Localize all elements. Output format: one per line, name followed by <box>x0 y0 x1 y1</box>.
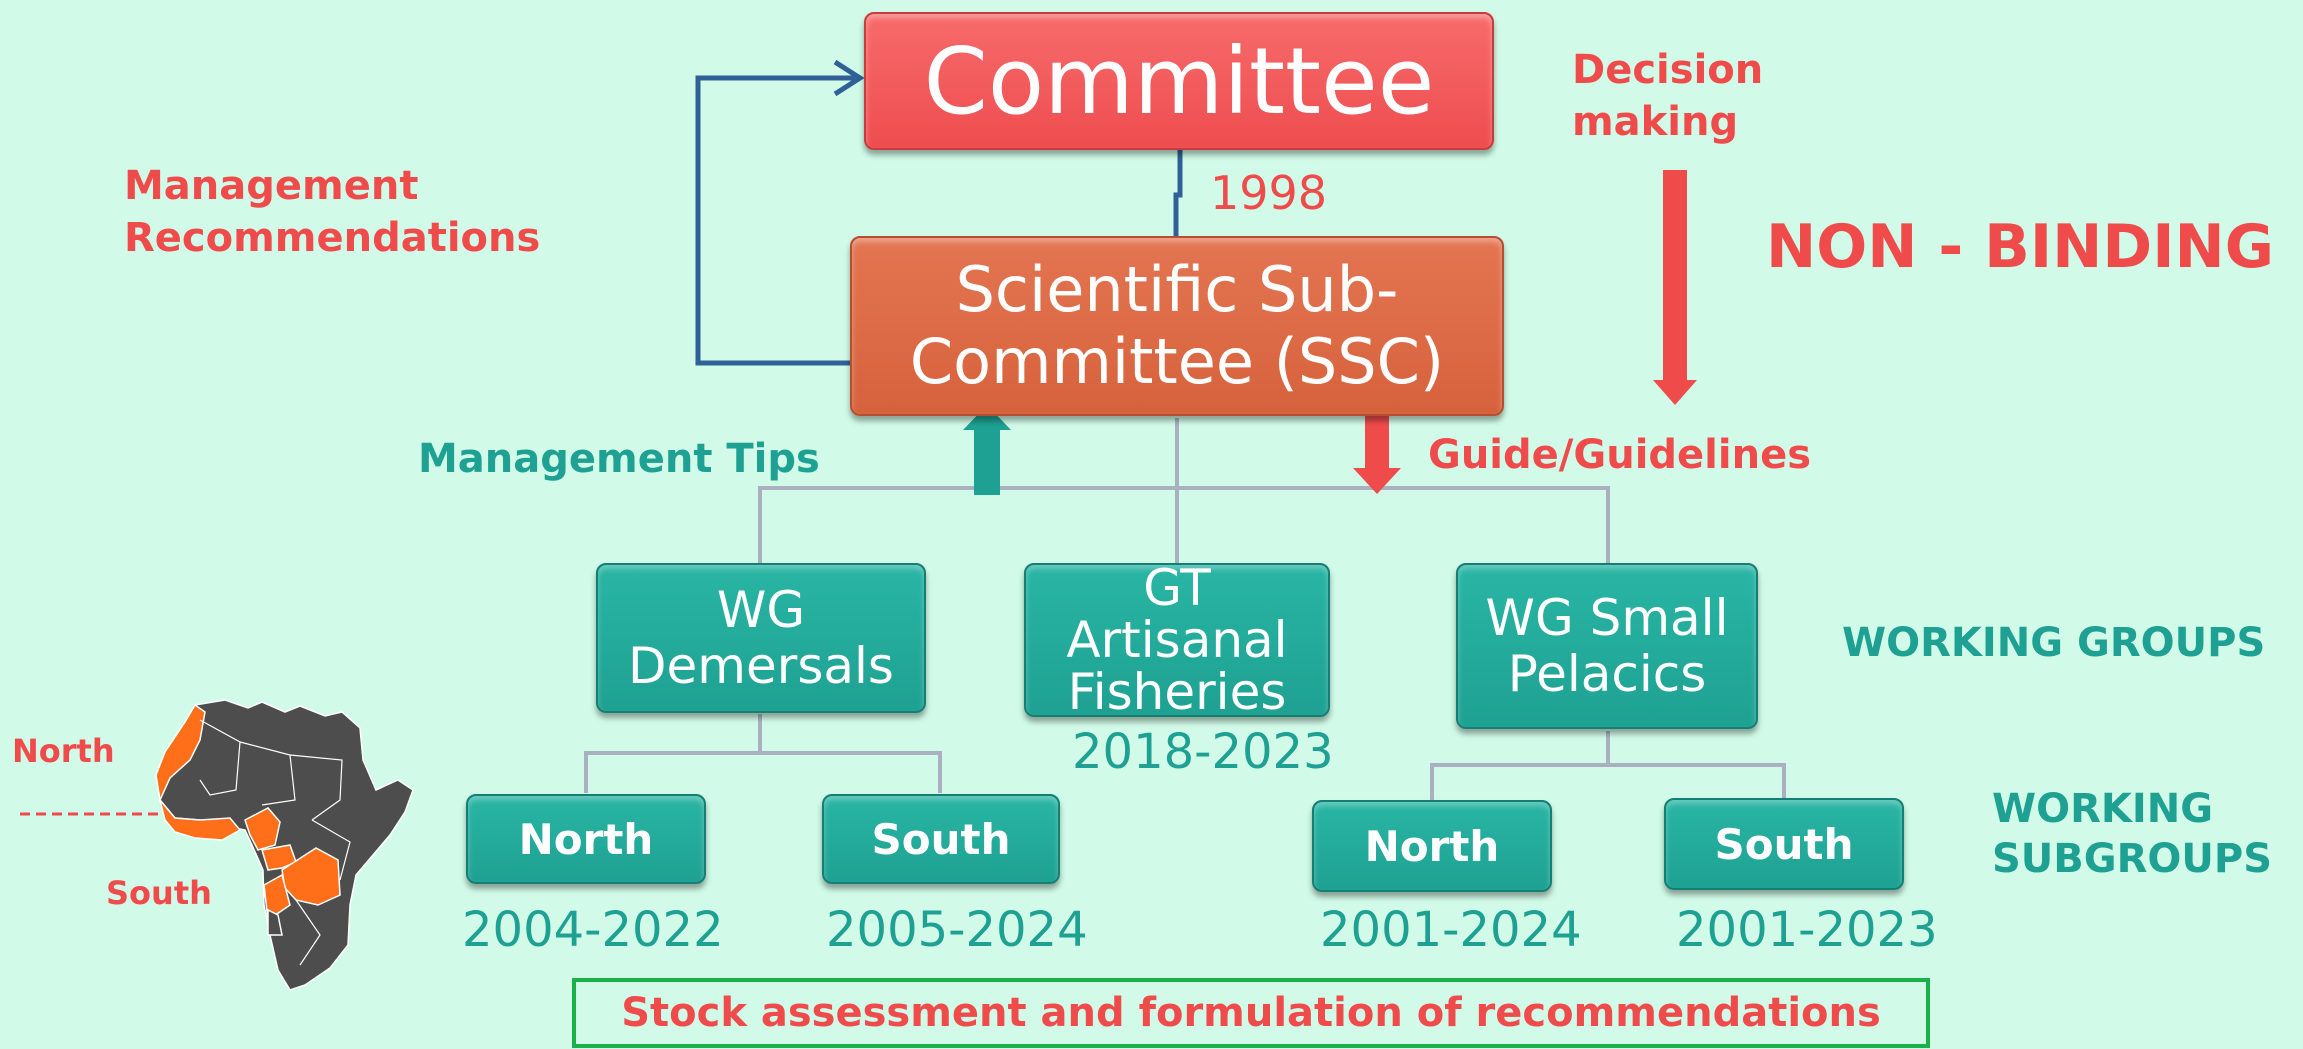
tips-arrow-shaft <box>974 428 1000 495</box>
pelagics-south-box[interactable]: South <box>1664 798 1904 890</box>
decision-making-label: Decision making <box>1572 44 1763 148</box>
wg-demersals-line2: Demersals <box>628 637 894 695</box>
wg-demersals-line1: WG <box>716 581 806 639</box>
ssc-label-line1: Scientific Sub- <box>955 253 1399 326</box>
gt-artisanal-line1: GT <box>1143 563 1211 617</box>
feedback-loop-line <box>695 75 855 366</box>
tips-arrow-head <box>963 405 1011 430</box>
pelagics-south-years: 2001-2023 <box>1676 902 1938 958</box>
pelagics-north-box[interactable]: North <box>1312 800 1552 892</box>
gt-artisanal-years: 2018-2023 <box>1072 724 1334 780</box>
pelagics-north-years: 2001-2024 <box>1320 902 1582 958</box>
wg-small-pelagics-box[interactable]: WG Small Pelacics <box>1456 563 1758 729</box>
mgmt-rec-line2: Recommendations <box>124 215 541 261</box>
demersals-south-box[interactable]: South <box>822 794 1060 884</box>
gt-artisanal-line3: Fisheries <box>1067 663 1287 717</box>
demersals-north-label: North <box>518 814 654 864</box>
dem-sub-connector <box>584 751 942 793</box>
pelagics-south-label: South <box>1714 819 1854 869</box>
committee-year: 1998 <box>1210 166 1328 220</box>
ssc-box[interactable]: Scientific Sub- Committee (SSC) <box>850 236 1504 416</box>
wg-branch-connector <box>758 486 1610 565</box>
africa-map <box>20 699 414 991</box>
decision-line1: Decision <box>1572 47 1764 93</box>
working-groups-label: WORKING GROUPS <box>1842 620 2266 666</box>
gt-artisanal-box[interactable]: GT Artisanal Fisheries <box>1024 563 1330 717</box>
management-recommendations-label: Management Recommendations <box>124 160 540 264</box>
wg-small-pelagics-line1: WG Small <box>1485 589 1729 647</box>
management-tips-label: Management Tips <box>418 436 820 482</box>
wg-small-pelagics-line2: Pelacics <box>1507 645 1707 703</box>
demersals-south-years: 2005-2024 <box>826 902 1088 958</box>
committee-ssc-connector <box>1173 150 1183 240</box>
guide-arrow-head <box>1353 468 1401 494</box>
demersals-north-years: 2004-2022 <box>462 902 724 958</box>
working-subgroups-line2: SUBGROUPS <box>1992 836 2273 882</box>
ssc-label-line2: Committee (SSC) <box>909 325 1445 398</box>
gt-artisanal-line2: Artisanal <box>1066 611 1288 669</box>
guidelines-label: Guide/Guidelines <box>1428 432 1812 478</box>
bottom-banner-text: Stock assessment and formulation of reco… <box>621 990 1881 1036</box>
wg-demersals-box[interactable]: WG Demersals <box>596 563 926 713</box>
feedback-arrowhead <box>833 59 865 97</box>
map-north-label: North <box>12 732 115 770</box>
map-south-label: South <box>106 874 212 912</box>
committee-label: Committee <box>923 27 1435 135</box>
decision-arrow-shaft <box>1663 170 1687 382</box>
guide-arrow-shaft <box>1365 410 1389 470</box>
demersals-south-label: South <box>871 814 1011 864</box>
decision-arrow-head <box>1653 380 1697 405</box>
working-subgroups-label: WORKING SUBGROUPS <box>1992 784 2272 884</box>
committee-box[interactable]: Committee <box>864 12 1494 150</box>
demersals-north-box[interactable]: North <box>466 794 706 884</box>
pel-sub-connector <box>1430 763 1786 800</box>
mgmt-rec-line1: Management <box>124 163 419 209</box>
bottom-banner: Stock assessment and formulation of reco… <box>572 978 1930 1048</box>
working-subgroups-line1: WORKING <box>1992 786 2214 832</box>
non-binding-label: NON - BINDING <box>1766 212 2274 282</box>
decision-line2: making <box>1572 99 1739 145</box>
pelagics-north-label: North <box>1364 821 1500 871</box>
